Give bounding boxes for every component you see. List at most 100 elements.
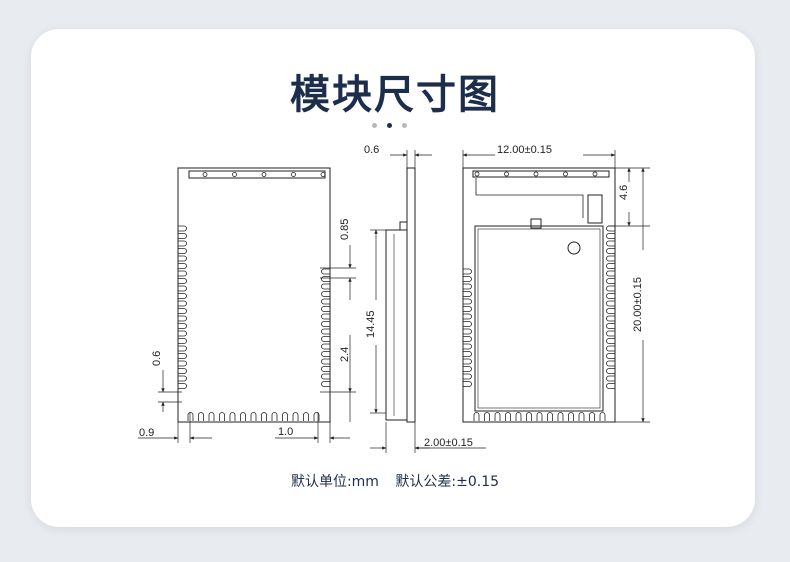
front-view: 0.85 2.4 0.6 0.9 1.0 [138, 167, 356, 443]
dim-front-pin-pitch: 2.4 [339, 347, 351, 362]
antenna-hole [563, 171, 568, 177]
castellated-pad [178, 278, 187, 284]
castellated-pad [606, 255, 615, 262]
castellated-pad [178, 263, 187, 269]
castellated-pad [321, 313, 330, 320]
left-castellated-pads [178, 225, 187, 389]
castellated-pad [313, 412, 320, 421]
castellated-pad [178, 383, 187, 389]
castellated-pad [606, 323, 615, 329]
castellated-pad [463, 268, 472, 275]
castellated-pad [178, 255, 187, 262]
antenna-hole [474, 171, 480, 177]
castellated-pad [178, 225, 187, 232]
antenna-hole [202, 172, 208, 177]
castellated-pad [463, 321, 472, 327]
castellated-pad [606, 270, 615, 277]
castellated-pad [321, 373, 330, 380]
back-left-pads [463, 268, 472, 387]
castellated-pad [494, 412, 501, 421]
castellated-pad [271, 412, 278, 421]
castellated-pad [463, 313, 472, 320]
castellated-pad [463, 343, 472, 350]
castellated-pad [321, 358, 330, 365]
antenna-holes [202, 172, 326, 177]
right-castellated-pads [321, 268, 330, 387]
castellated-pad [463, 336, 472, 342]
castellated-pad [606, 375, 615, 382]
dim-back-antenna: 4.6 [618, 185, 630, 200]
back-outline [462, 167, 616, 423]
castellated-pad [606, 315, 615, 322]
castellated-pad [292, 412, 299, 421]
castellated-pad [178, 375, 187, 382]
castellated-pad [178, 285, 187, 292]
castellated-pad [463, 291, 472, 297]
castellated-pad [606, 278, 615, 284]
dim-back-width: 12.00±0.15 [497, 144, 552, 156]
pin1-marker [567, 241, 581, 255]
castellated-pad [178, 293, 187, 299]
castellated-pad [515, 412, 522, 421]
carousel-dot-2[interactable] [387, 123, 392, 128]
carousel-dot-3[interactable] [402, 123, 407, 128]
castellated-pad [536, 412, 543, 421]
castellated-pad [178, 308, 187, 314]
side-board [406, 167, 416, 423]
antenna-hole [533, 171, 539, 177]
castellated-pad [505, 412, 511, 421]
castellated-pad [178, 338, 187, 344]
antenna-feed [587, 194, 603, 224]
castellated-pad [606, 248, 615, 254]
castellated-pad [178, 353, 187, 359]
castellated-pad [321, 351, 330, 357]
dim-side-thickness: 0.6 [364, 144, 379, 156]
castellated-pad [178, 368, 187, 374]
castellated-pad [557, 412, 564, 421]
dim-front-pad-width: 0.6 [151, 351, 163, 366]
castellated-pad [606, 368, 615, 374]
castellated-pad [589, 412, 595, 421]
castellated-pad [321, 283, 330, 290]
castellated-pad [578, 412, 585, 421]
castellated-pad [484, 412, 490, 421]
castellated-pad [178, 248, 187, 254]
side-component [399, 221, 408, 231]
castellated-pad [606, 330, 615, 337]
castellated-pad [321, 268, 330, 275]
castellated-pad [321, 321, 330, 327]
dim-back-height: 20.00±0.15 [632, 277, 644, 332]
dim-side-height: 14.45 [365, 310, 377, 338]
castellated-pad [303, 412, 309, 421]
footer-note: 默认单位:mm 默认公差:±0.15 [0, 471, 790, 491]
content-card [31, 29, 755, 527]
castellated-pad [321, 298, 330, 305]
castellated-pad [321, 291, 330, 297]
castellated-pad [606, 233, 615, 239]
castellated-pad [599, 412, 606, 421]
carousel-dot-1[interactable] [372, 123, 377, 128]
shield-can [474, 225, 604, 412]
shield-tab [530, 218, 542, 229]
castellated-pad [606, 240, 615, 247]
back-antenna-holes [474, 171, 598, 177]
page-title: 模块尺寸图 [290, 72, 500, 118]
castellated-pad [606, 383, 615, 389]
castellated-pad [473, 412, 480, 421]
castellated-pad [178, 270, 187, 277]
back-antenna-strip [472, 170, 610, 178]
castellated-pad [261, 412, 267, 421]
castellated-pad [178, 323, 187, 329]
castellated-pad [463, 276, 472, 282]
carousel-indicator [372, 123, 412, 131]
antenna-hole [291, 172, 296, 177]
back-view: 12.00±0.15 4.6 20.00±0.15 [462, 144, 650, 423]
castellated-pad [178, 233, 187, 239]
side-shield [385, 229, 408, 421]
antenna-hole [320, 172, 326, 177]
castellated-pad [282, 412, 288, 421]
back-bottom-pads [473, 412, 606, 421]
castellated-pad [321, 328, 330, 335]
default-unit: 默认单位:mm [290, 474, 379, 490]
castellated-pad [463, 351, 472, 357]
